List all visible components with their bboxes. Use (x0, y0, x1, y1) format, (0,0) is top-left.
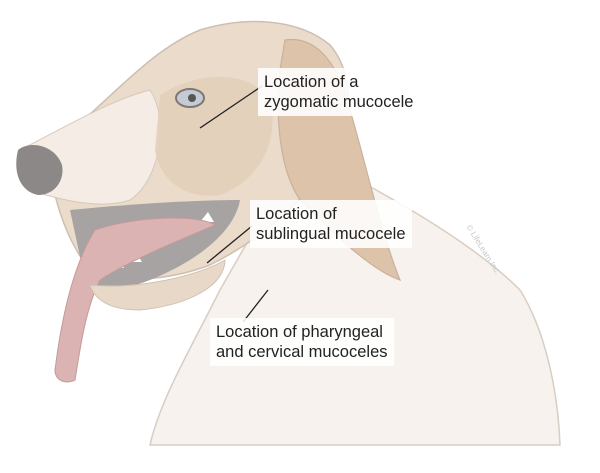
pharyngeal-cervical-mucocele-label: Location of pharyngeal and cervical muco… (210, 318, 394, 366)
lower-jaw (89, 259, 226, 311)
zygomatic-leader-line (199, 85, 263, 129)
sublingual-mucocele-label: Location of sublingual mucocele (250, 200, 412, 248)
zygomatic-mucocele-label: Location of a zygomatic mucocele (258, 68, 420, 116)
tongue (54, 217, 217, 383)
nose (16, 145, 63, 195)
pharyngeal-leader-line (242, 289, 269, 323)
sublingual-leader-line (206, 225, 253, 264)
teeth (112, 212, 214, 268)
